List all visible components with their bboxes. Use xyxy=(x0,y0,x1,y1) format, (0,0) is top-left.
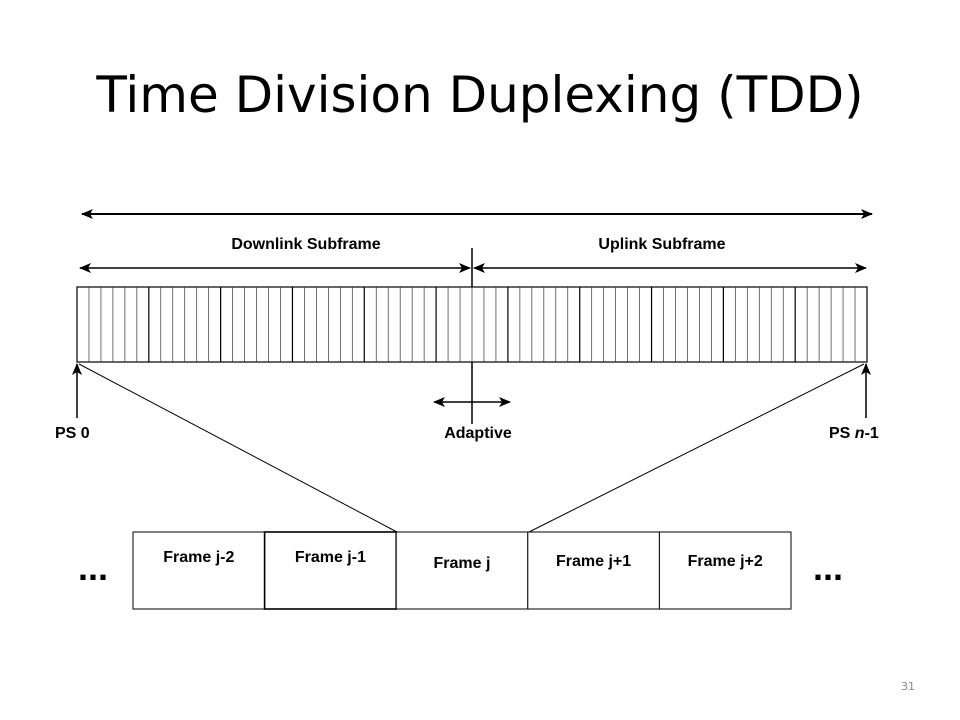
frame-sequence: Frame j-2 Frame j-1 Frame j Frame j+1 Frame … xyxy=(132,531,792,610)
frame-box xyxy=(527,531,660,610)
frame-label: Frame j xyxy=(434,555,491,572)
ellipsis-left: ... xyxy=(78,547,108,588)
ps-end-suffix: -1 xyxy=(865,425,879,442)
ps-end-prefix: PS xyxy=(829,425,855,442)
frame-box xyxy=(395,531,529,610)
physical-slot-dividers xyxy=(88,287,856,362)
frame-label: Frame j+2 xyxy=(688,553,763,570)
frame-box xyxy=(132,531,266,610)
frame-label: Frame j+1 xyxy=(556,553,631,570)
ps-end-label: PS n-1 xyxy=(829,425,879,442)
frame-label: Frame j-1 xyxy=(295,549,366,566)
frame-box xyxy=(658,531,792,610)
ps-end-variable: n xyxy=(855,425,865,442)
page-number: 31 xyxy=(901,680,915,693)
ellipsis-right: ... xyxy=(813,547,843,588)
frame-label: Frame j-2 xyxy=(163,549,234,566)
uplink-subframe-label: Uplink Subframe xyxy=(598,236,725,253)
adaptive-label: Adaptive xyxy=(444,425,512,442)
zoom-line-right xyxy=(528,363,865,533)
downlink-subframe-label: Downlink Subframe xyxy=(231,236,380,253)
frame-box xyxy=(263,531,398,610)
slide-title: Time Division Duplexing (TDD) xyxy=(96,66,864,124)
zoom-line-left xyxy=(78,363,398,533)
ps-start-label: PS 0 xyxy=(55,425,90,442)
